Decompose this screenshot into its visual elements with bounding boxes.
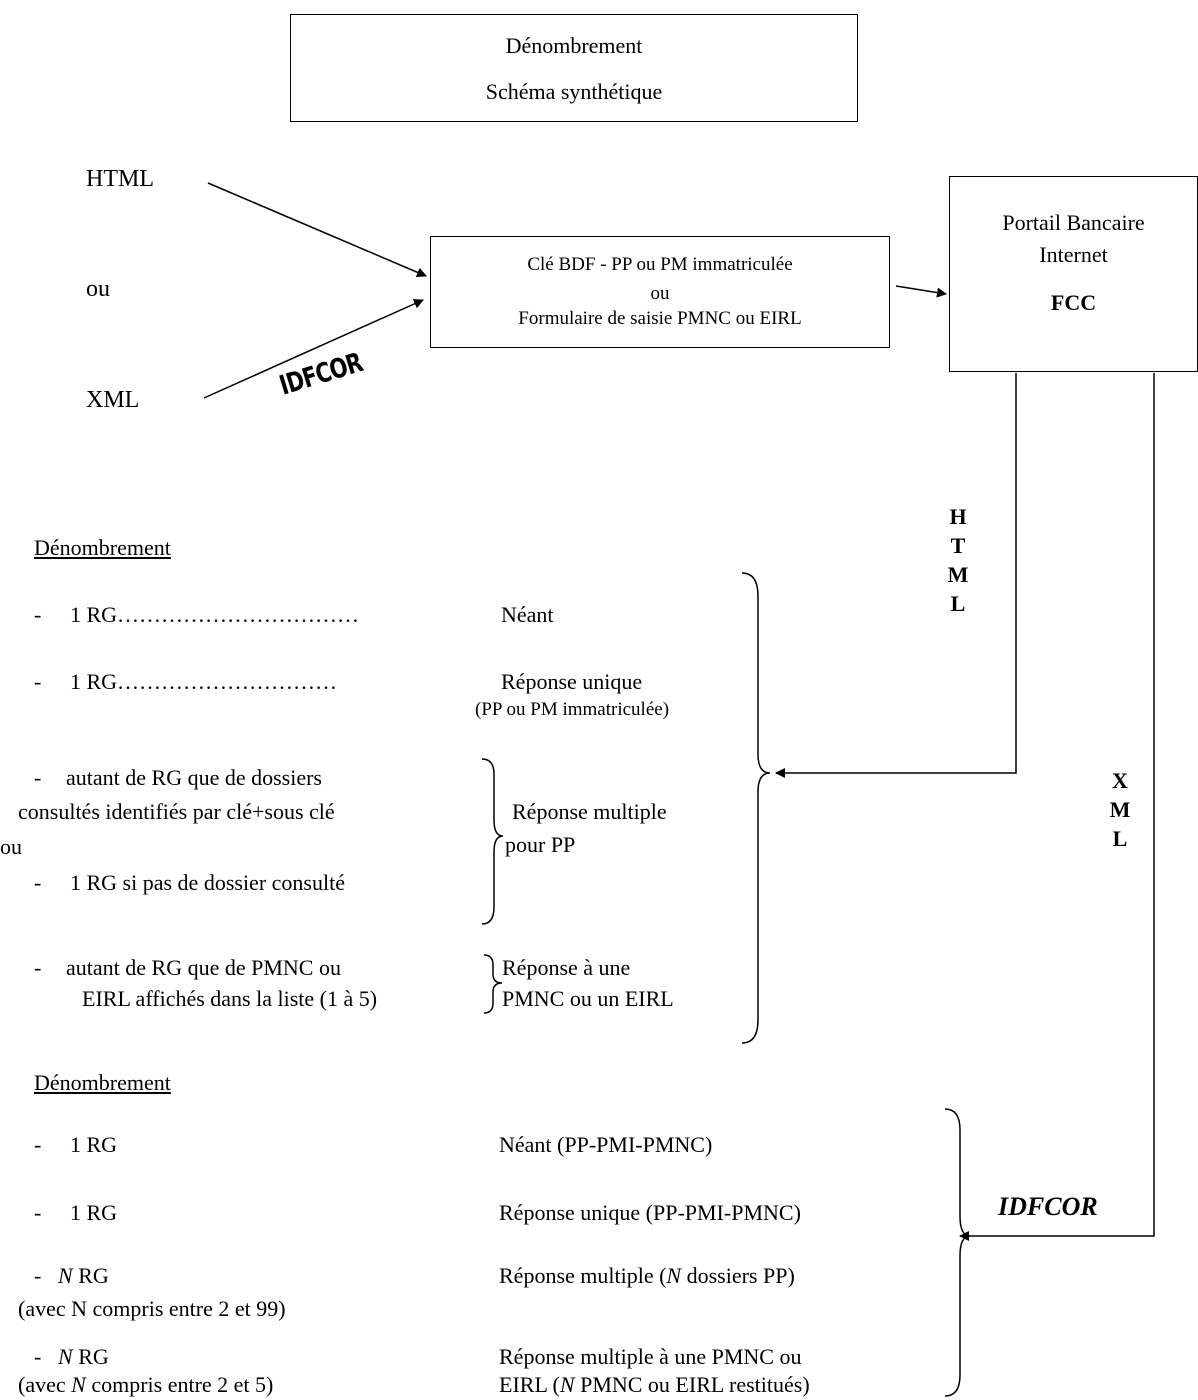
xml-row-4-left: N RG: [58, 1344, 109, 1370]
xml-row-2-dash: -: [34, 1200, 42, 1225]
key-box-line-2: ou: [650, 283, 670, 304]
html-pmnc-dash: -: [34, 955, 42, 980]
html-multi-left-1: autant de RG que de dossiers: [66, 765, 322, 790]
xml-row-4-right-2n: N: [559, 1372, 575, 1397]
html-multi-dash-1: -: [34, 765, 42, 790]
xml-row-2-right: Réponse unique (PP-PMI-PMNC): [499, 1200, 801, 1225]
xml-row-3-left: N RG: [58, 1263, 109, 1289]
html-row-1-left: 1 RG……………………………: [70, 602, 360, 627]
xml-row-3-right-b: dossiers PP): [681, 1263, 795, 1288]
arrow-key-to-portal: [895, 285, 947, 298]
portal-line-3: FCC: [1050, 290, 1097, 315]
html-letter: H: [949, 504, 967, 529]
xml-row-3-left-n: N: [58, 1263, 73, 1288]
html-multi-right-1: Réponse multiple: [512, 799, 667, 824]
xml-row-4-right-2a: EIRL (: [499, 1372, 560, 1397]
html-pmnc-left-2: EIRL affichés dans la liste (1 à 5): [82, 986, 378, 1011]
input-xml-label: XML: [86, 387, 140, 413]
key-entry-box: Clé BDF - PP ou PM immatriculée ou Formu…: [430, 236, 890, 348]
key-box-line-3: Formulaire de saisie PMNC ou EIRL: [518, 308, 802, 329]
html-channel-label: H T M L: [946, 502, 970, 618]
xml-letter: L: [1112, 826, 1128, 851]
xml-row-4-dash: -: [34, 1344, 42, 1369]
xml-row-4-sub-a: (avec: [18, 1372, 72, 1397]
xml-channel-label: X M L: [1108, 766, 1132, 853]
xml-row-3-dash: -: [34, 1263, 42, 1288]
xml-row-3-right-a: Réponse multiple (: [499, 1263, 667, 1288]
html-row-2-left: 1 RG…………………………: [70, 669, 338, 694]
brace-pmnc: [483, 954, 503, 1014]
html-row-2-dash: -: [34, 669, 42, 694]
html-pmnc-right-1: Réponse à une: [502, 955, 631, 980]
xml-row-4-right-2: EIRL (N PMNC ou EIRL restitués): [499, 1372, 810, 1398]
title-box: Dénombrement Schéma synthétique: [290, 14, 858, 122]
xml-row-1-right: Néant (PP-PMI-PMNC): [499, 1132, 713, 1157]
xml-return-line: [959, 373, 1155, 1241]
xml-row-4-sub-n: N: [71, 1372, 86, 1397]
html-multi-left-3: 1 RG si pas de dossier consulté: [70, 870, 345, 895]
xml-row-4-right-2b: PMNC ou EIRL restitués): [574, 1372, 810, 1397]
input-html-label: HTML: [86, 166, 154, 192]
xml-row-4-left-rest: RG: [72, 1344, 109, 1369]
xml-row-4-left-n: N: [58, 1344, 73, 1369]
brace-xml-section: [944, 1108, 971, 1397]
html-section-heading: Dénombrement: [34, 535, 171, 560]
html-multi-left-2: consultés identifiés par clé+sous clé: [18, 799, 335, 824]
html-row-1-right: Néant: [501, 602, 554, 627]
input-or-label: ou: [86, 276, 110, 302]
xml-row-3-left-rest: RG: [72, 1263, 109, 1288]
html-letter: L: [950, 591, 966, 616]
xml-row-2-left: 1 RG: [70, 1200, 118, 1225]
html-multi-dash-2: -: [34, 870, 42, 895]
xml-row-3-right: Réponse multiple (N dossiers PP): [499, 1263, 795, 1289]
xml-letter: X: [1112, 768, 1128, 793]
html-multi-or: ou: [0, 834, 22, 859]
html-multi-right-2: pour PP: [505, 832, 576, 857]
title-line-1: Dénombrement: [505, 33, 643, 58]
xml-row-3-left-sub: (avec N compris entre 2 et 99): [18, 1296, 286, 1321]
html-row-1-dash: -: [34, 602, 42, 627]
xml-row-4-left-sub: (avec N compris entre 2 et 5): [18, 1372, 273, 1398]
arrow-html-to-key: [207, 182, 427, 278]
xml-row-3-right-n: N: [666, 1263, 682, 1288]
brace-html-section: [741, 572, 771, 1044]
portal-box: Portail Bancaire Internet FCC: [949, 176, 1198, 372]
title-line-2: Schéma synthétique: [485, 79, 663, 104]
html-letter: T: [950, 533, 966, 558]
xml-protocol-label: IDFCOR: [998, 1192, 1098, 1221]
html-pmnc-right-2: PMNC ou un EIRL: [502, 986, 674, 1011]
html-return-line: [775, 373, 1017, 778]
xml-section-heading: Dénombrement: [34, 1070, 171, 1095]
arrow-xml-to-key: [203, 299, 424, 399]
portal-line-2: Internet: [1039, 242, 1108, 267]
html-row-2-right-sub: (PP ou PM immatriculée): [475, 699, 670, 720]
portal-line-1: Portail Bancaire: [1002, 210, 1145, 235]
html-letter: M: [947, 562, 969, 587]
brace-multi-pp: [481, 758, 504, 925]
xml-row-4-right-1: Réponse multiple à une PMNC ou: [499, 1344, 802, 1369]
xml-row-1-left: 1 RG: [70, 1132, 118, 1157]
xml-row-1-dash: -: [34, 1132, 42, 1157]
html-row-2-right: Réponse unique: [501, 669, 643, 694]
html-pmnc-left-1: autant de RG que de PMNC ou: [66, 955, 341, 980]
xml-row-4-sub-b: compris entre 2 et 5): [85, 1372, 274, 1397]
xml-letter: M: [1109, 797, 1131, 822]
key-box-line-1: Clé BDF - PP ou PM immatriculée: [527, 254, 793, 275]
